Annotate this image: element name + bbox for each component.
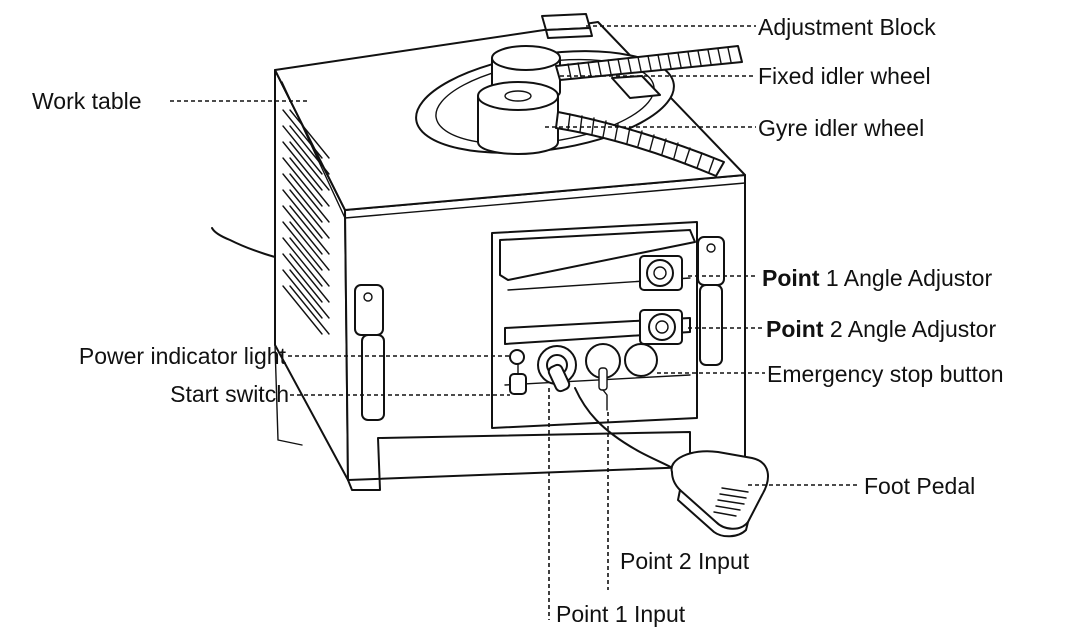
label-point2-angle-adjustor: Point 2 Angle Adjustor bbox=[766, 316, 996, 342]
label-point2-angle-bold: Point bbox=[766, 316, 824, 342]
label-gyre-idler-wheel: Gyre idler wheel bbox=[758, 115, 924, 141]
table-rim bbox=[281, 81, 746, 219]
label-point1-angle-rest: 1 Angle Adjustor bbox=[820, 265, 993, 291]
rebar-bent bbox=[555, 111, 725, 177]
point2-angle-adjustor-knob[interactable] bbox=[639, 309, 683, 345]
adjustment-block[interactable] bbox=[541, 13, 661, 99]
point2-input-socket[interactable] bbox=[585, 343, 621, 391]
upper-panel-flap bbox=[499, 229, 696, 281]
label-point1-angle-adjustor: Point 1 Angle Adjustor bbox=[762, 265, 992, 291]
right-handle[interactable] bbox=[697, 236, 725, 366]
label-start-switch: Start switch bbox=[170, 381, 289, 407]
label-point2-input: Point 2 Input bbox=[620, 548, 750, 574]
rebar-top bbox=[555, 45, 743, 81]
label-power-indicator-light: Power indicator light bbox=[79, 343, 287, 369]
leader-lines bbox=[170, 25, 860, 620]
label-adjustment-block: Adjustment Block bbox=[758, 14, 936, 40]
label-point2-angle-rest: 2 Angle Adjustor bbox=[824, 316, 997, 342]
machine-body bbox=[211, 13, 769, 538]
foot-pedal[interactable] bbox=[670, 450, 769, 538]
emergency-stop-button-knob[interactable] bbox=[624, 343, 658, 377]
label-emergency-stop-button: Emergency stop button bbox=[767, 361, 1004, 387]
power-indicator-light-lamp bbox=[509, 349, 525, 365]
gyre-idler-wheel bbox=[477, 81, 559, 155]
back-leg bbox=[274, 344, 303, 446]
label-foot-pedal: Foot Pedal bbox=[864, 473, 975, 499]
side-vent-slots bbox=[282, 109, 330, 335]
label-work-table: Work table bbox=[32, 88, 142, 114]
start-switch-toggle[interactable] bbox=[509, 363, 527, 395]
foot-pedal-cable bbox=[574, 387, 677, 471]
label-fixed-idler-wheel: Fixed idler wheel bbox=[758, 63, 931, 89]
label-point1-angle-bold: Point bbox=[762, 265, 820, 291]
label-point1-input: Point 1 Input bbox=[556, 601, 686, 627]
point1-input-socket[interactable] bbox=[537, 345, 577, 393]
point1-angle-adjustor-knob[interactable] bbox=[639, 255, 683, 291]
